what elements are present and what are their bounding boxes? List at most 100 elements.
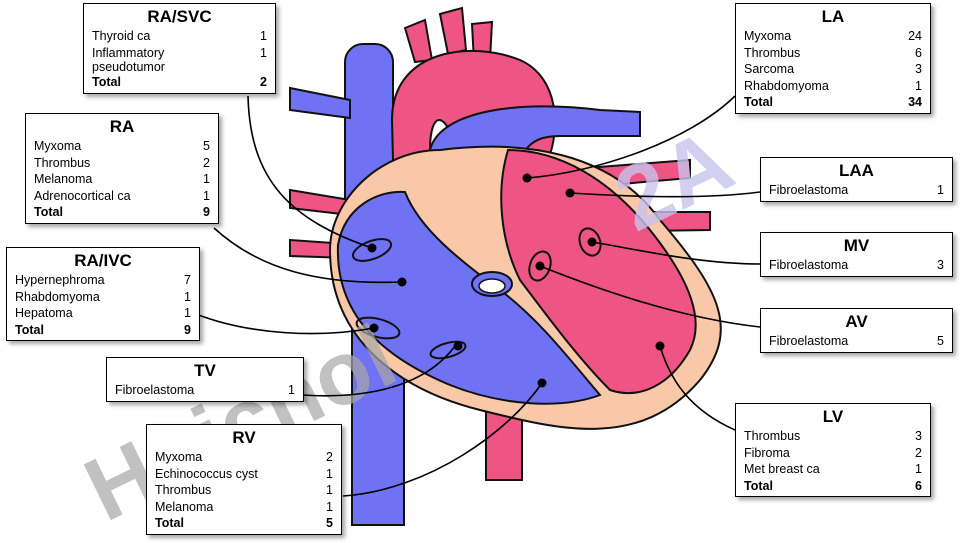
box-title: TV bbox=[194, 361, 216, 380]
total-value: 5 bbox=[326, 516, 333, 531]
row-value: 1 bbox=[326, 483, 333, 498]
pulmonary-vessel-left bbox=[289, 86, 351, 120]
box-row: Fibroelastoma 3 bbox=[769, 257, 944, 274]
total-label: Total bbox=[92, 75, 121, 90]
row-value: 2 bbox=[915, 445, 922, 460]
box-row: Myxoma 24 bbox=[744, 28, 922, 45]
total-label: Total bbox=[744, 95, 773, 110]
dot-ra-ivc bbox=[369, 323, 379, 333]
box-row: Rhabdomyoma 1 bbox=[15, 289, 191, 306]
row-value: 1 bbox=[184, 289, 191, 304]
dot-ra-svc bbox=[367, 243, 377, 253]
row-label: Thrombus bbox=[34, 155, 91, 170]
row-label: Thrombus bbox=[744, 429, 801, 443]
total-value: 9 bbox=[203, 205, 210, 220]
total-label: Total bbox=[155, 516, 184, 531]
box-total-row: Total 6 bbox=[744, 478, 922, 495]
row-label: Hepatoma bbox=[15, 306, 73, 321]
box-row: Thrombus 2 bbox=[34, 155, 210, 172]
row-value: 1 bbox=[260, 29, 267, 43]
box-title: RA bbox=[109, 117, 135, 136]
box-row: Sarcoma 3 bbox=[744, 61, 922, 78]
leader-ra-ivc bbox=[195, 313, 375, 335]
row-value: 1 bbox=[184, 306, 191, 321]
dot-rv bbox=[537, 378, 547, 388]
aortic-branches bbox=[403, 6, 494, 64]
leader-mv bbox=[591, 241, 761, 265]
row-label: Fibroelastoma bbox=[769, 258, 849, 272]
row-label: Sarcoma bbox=[744, 62, 795, 77]
box-title: RA/IVC bbox=[74, 251, 132, 270]
box-title: LV bbox=[822, 407, 844, 426]
row-value: 3 bbox=[937, 258, 944, 272]
box-row: Hepatoma 1 bbox=[15, 305, 191, 322]
row-label: Myxoma bbox=[34, 139, 82, 153]
dot-tv bbox=[453, 341, 463, 351]
row-value: 2 bbox=[203, 155, 210, 170]
row-value: 1 bbox=[203, 172, 210, 187]
row-value: 6 bbox=[915, 45, 922, 60]
dot-mv bbox=[587, 237, 597, 247]
total-value: 6 bbox=[915, 478, 922, 493]
row-value: 1 bbox=[260, 45, 267, 60]
row-label: Melanoma bbox=[155, 499, 214, 514]
box-title: LA bbox=[821, 7, 845, 26]
box-title: LAA bbox=[839, 161, 874, 180]
row-label: Fibroma bbox=[744, 445, 790, 460]
row-label: Rhabdomyoma bbox=[15, 289, 100, 304]
dot-av bbox=[535, 261, 545, 271]
dot-laa bbox=[565, 188, 575, 198]
box-row: Fibroma 2 bbox=[744, 445, 922, 462]
box-row: Rhabdomyoma 1 bbox=[744, 78, 922, 95]
row-value: 3 bbox=[915, 429, 922, 443]
row-value: 1 bbox=[326, 499, 333, 514]
leader-rv bbox=[342, 382, 543, 497]
dot-ra bbox=[397, 277, 407, 287]
leader-lv bbox=[659, 345, 736, 431]
row-value: 24 bbox=[908, 29, 922, 43]
row-label: Adrenocortical ca bbox=[34, 188, 131, 203]
svc-opening bbox=[351, 238, 393, 262]
box-row: pseudotumor bbox=[92, 61, 267, 74]
row-label: Myxoma bbox=[744, 29, 792, 43]
leader-ra bbox=[213, 227, 403, 284]
row-label: Fibroelastoma bbox=[769, 183, 849, 197]
row-label: Hypernephroma bbox=[15, 273, 105, 287]
dot-la bbox=[522, 173, 532, 183]
row-label: Thyroid ca bbox=[92, 29, 151, 43]
box-row: Thrombus 3 bbox=[744, 428, 922, 445]
row-label: Met breast ca bbox=[744, 462, 820, 477]
row-value: 1 bbox=[915, 78, 922, 93]
row-label: Rhabdomyoma bbox=[744, 78, 829, 93]
row-label: pseudotumor bbox=[92, 60, 165, 75]
total-label: Total bbox=[744, 478, 773, 493]
dot-lv bbox=[655, 341, 665, 351]
row-value bbox=[253, 61, 267, 74]
box-title: MV bbox=[843, 236, 870, 255]
mitral-valve bbox=[578, 227, 602, 257]
leader-la bbox=[526, 95, 736, 179]
row-value: 3 bbox=[915, 62, 922, 77]
box-title: AV bbox=[845, 312, 868, 331]
